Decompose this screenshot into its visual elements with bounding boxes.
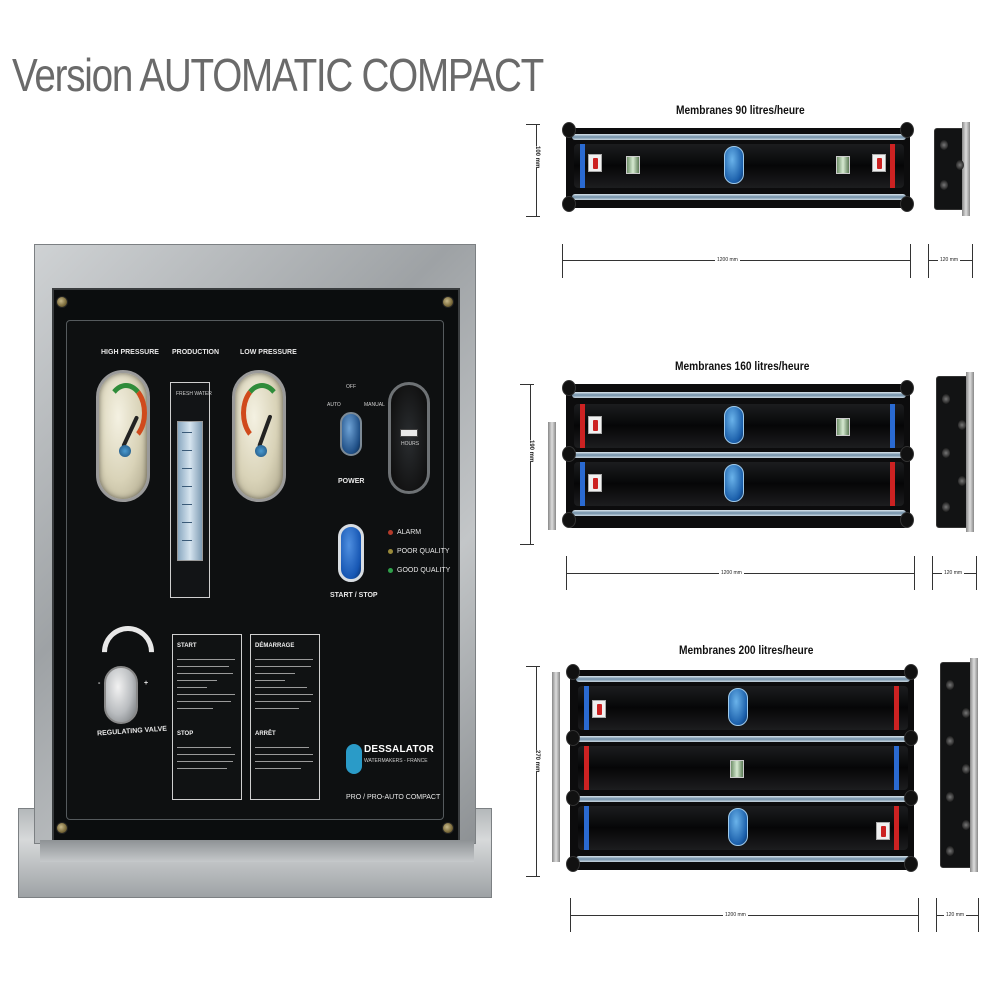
membrane-200-title: Membranes 200 litres/heure — [679, 643, 814, 657]
stop-instructions-title: STOP — [177, 731, 194, 737]
poor-quality-label: POOR QUALITY — [397, 548, 450, 555]
membrane-label-icon — [592, 700, 606, 718]
membrane-label-icon — [876, 822, 890, 840]
membrane-label-icon — [588, 154, 602, 172]
brand-name: DESSALATOR — [364, 744, 434, 755]
membrane-200-height: 270 mm — [533, 750, 541, 773]
alarm-label: ALARM — [397, 529, 422, 536]
valve-minus-label: - — [98, 680, 101, 687]
membrane-90-height: 100 mm — [533, 146, 541, 169]
start-instructions-title: START — [177, 643, 197, 649]
fresh-water-label: FRESH WATER — [176, 391, 212, 397]
membrane-badge-icon — [724, 464, 744, 502]
membrane-160-length: 1200 mm — [719, 570, 744, 576]
dessalator-logo-icon — [346, 744, 362, 774]
membrane-fitting-icon — [730, 760, 744, 778]
membrane-160-title: Membranes 160 litres/heure — [675, 359, 810, 373]
good-quality-label: GOOD QUALITY — [397, 567, 451, 574]
page-title: Version AUTOMATIC COMPACT — [12, 49, 544, 101]
production-label: PRODUCTION — [172, 349, 220, 356]
alarm-led — [388, 530, 393, 535]
membrane-90-depth: 120 mm — [938, 257, 961, 263]
panel-screw — [442, 296, 454, 308]
hour-meter: HOURS — [388, 382, 430, 494]
valve-plus-label: + — [144, 680, 149, 687]
regulating-valve-knob[interactable] — [104, 666, 138, 724]
brand-tagline: WATERMAKERS - FRANCE — [364, 758, 428, 764]
panel-screw — [442, 822, 454, 834]
start-stop-label: START / STOP — [330, 592, 378, 599]
start-stop-button[interactable] — [338, 524, 364, 582]
membrane-label-icon — [588, 474, 602, 492]
membrane-160-depth: 120 mm — [942, 570, 965, 576]
arret-instructions-title: ARRÊT — [255, 731, 276, 737]
membrane-fitting-icon — [836, 418, 850, 436]
switch-auto-label: AUTO — [327, 402, 341, 408]
membrane-badge-icon — [728, 808, 748, 846]
membrane-160-height: 190 mm — [527, 440, 535, 463]
membrane-200-depth: 120 mm — [944, 912, 967, 918]
panel-base-lip — [40, 840, 474, 862]
membrane-fitting-icon — [626, 156, 640, 174]
membrane-label-icon — [872, 154, 886, 172]
membrane-badge-icon — [728, 688, 748, 726]
demarrage-instructions-title: DÉMARRAGE — [255, 643, 295, 649]
hours-label: HOURS — [401, 441, 420, 447]
flowmeter-tube — [177, 421, 203, 561]
membrane-fitting-icon — [836, 156, 850, 174]
membrane-90-length: 1200 mm — [715, 257, 740, 263]
low-pressure-gauge — [232, 370, 286, 502]
power-selector-knob[interactable] — [340, 412, 362, 456]
poor-quality-led — [388, 549, 393, 554]
switch-manual-label: MANUAL — [364, 402, 385, 408]
panel-screw — [56, 296, 68, 308]
good-quality-led — [388, 568, 393, 573]
production-flowmeter: FRESH WATER — [170, 382, 212, 598]
model-name: PRO / PRO-AUTO COMPACT — [346, 794, 441, 801]
membrane-90-title: Membranes 90 litres/heure — [676, 103, 805, 117]
membrane-badge-icon — [724, 406, 744, 444]
membrane-200-length: 1200 mm — [723, 912, 748, 918]
membrane-label-icon — [588, 416, 602, 434]
switch-off-label: OFF — [346, 384, 356, 390]
instructions-english: START STOP — [172, 634, 242, 800]
high-pressure-gauge — [96, 370, 150, 502]
panel-screw — [56, 822, 68, 834]
power-label: POWER — [338, 478, 365, 485]
hour-meter-window — [400, 429, 418, 437]
instructions-french: DÉMARRAGE ARRÊT — [250, 634, 320, 800]
membrane-badge-icon — [724, 146, 744, 184]
high-pressure-label: HIGH PRESSURE — [101, 349, 159, 356]
low-pressure-label: LOW PRESSURE — [240, 349, 297, 356]
